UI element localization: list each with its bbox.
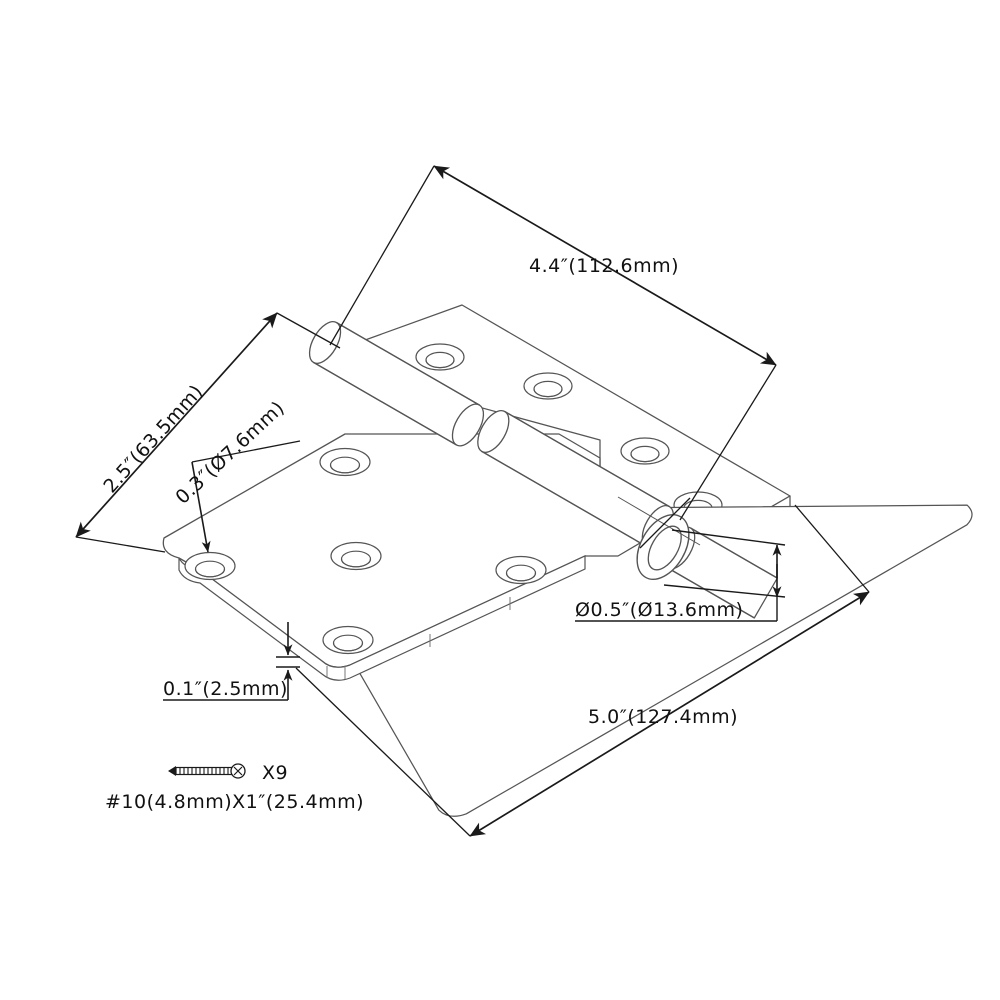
leader-shoulder-0p3 [191, 440, 301, 463]
dimension-label-knuckle: Ø0.5″(Ø13.6mm) [575, 599, 743, 621]
dimension-plate-thickness [163, 622, 300, 701]
countersunk-hole [523, 372, 573, 400]
countersunk-hole [322, 625, 374, 655]
leader-line-0p3 [191, 461, 211, 553]
knuckle-pointer [639, 497, 691, 549]
screw-icon [168, 763, 246, 779]
hinge-knuckle [308, 321, 778, 619]
dimension-label-4p4: 4.4″(112.6mm) [529, 255, 679, 277]
countersunk-hole [620, 437, 670, 465]
ext-line-4p4-right [679, 364, 777, 521]
dimension-hole-dia [191, 440, 301, 553]
ext-line-2p5-top [276, 312, 341, 349]
dim-line-2p5 [75, 312, 278, 538]
knuckle-detail-line [617, 496, 701, 546]
dimension-label-5p0: 5.0″(127.4mm) [588, 706, 738, 728]
dimension-width-top [329, 165, 777, 521]
ext-line-2p5-bottom [75, 536, 166, 553]
countersunk-hole [319, 447, 371, 477]
countersunk-hole [184, 551, 236, 581]
dim-line-4p4 [433, 165, 777, 366]
screw-quantity-label: X9 [262, 762, 288, 784]
screw-spec-label: #10(4.8mm)X1″(25.4mm) [105, 791, 364, 813]
dimension-overall-length [295, 504, 870, 837]
ext-line-5p0-left [295, 667, 471, 837]
dimension-label-0p1: 0.1″(2.5mm) [163, 678, 288, 700]
knuckle-ext-upper [671, 529, 786, 546]
dim-line-5p0 [469, 591, 870, 837]
countersunk-hole [330, 541, 382, 571]
ext-line-4p4-left [329, 165, 435, 346]
dimension-leaf-width [75, 312, 341, 553]
front-leaf-holes [184, 447, 547, 655]
ext-line-5p0-right [794, 504, 870, 593]
knuckle-segment-1 [308, 321, 485, 447]
countersunk-hole [495, 555, 547, 585]
countersunk-hole [415, 343, 465, 371]
